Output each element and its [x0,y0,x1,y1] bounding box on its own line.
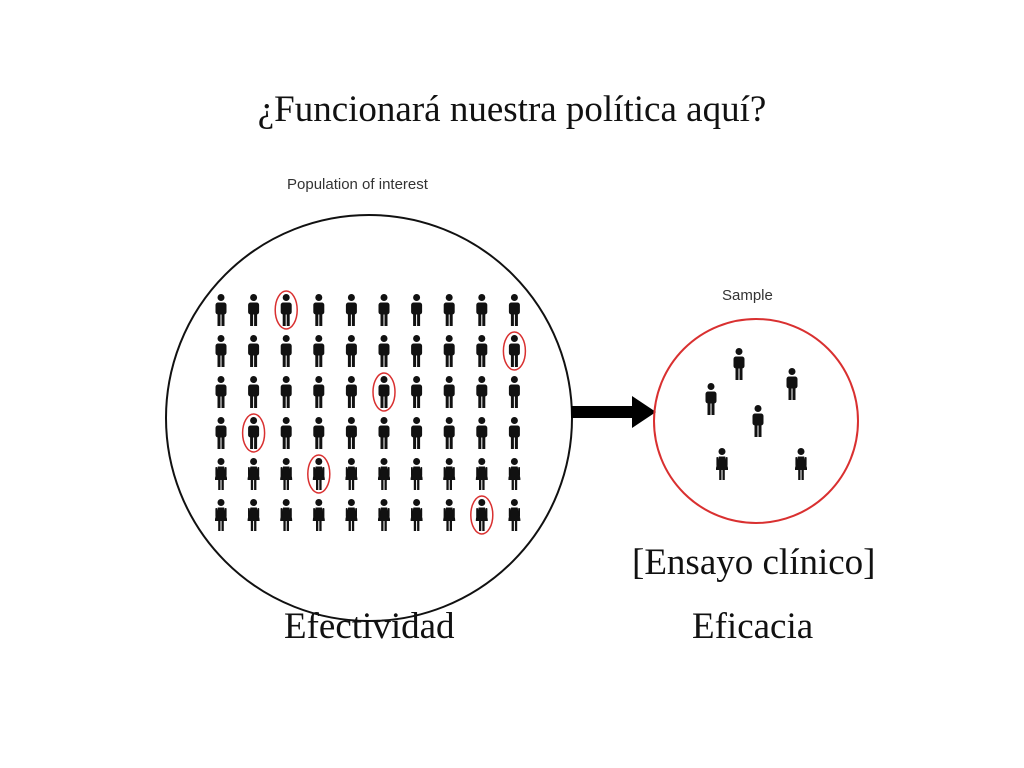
person-female-icon [378,458,390,490]
person-male-icon [508,294,520,326]
selected-person-highlight [502,331,527,371]
selected-person-highlight [241,413,266,453]
efficacy-label: Eficacia [692,606,814,647]
person-female-icon [247,458,260,490]
person-female-icon [312,499,325,531]
effectiveness-label: Efectividad [284,606,455,647]
person-male-icon [248,335,260,367]
person-male-icon [313,417,325,449]
person-female-icon [508,499,521,531]
person-male-icon [248,294,260,326]
person-female-icon [215,499,227,531]
sample-person-male-icon [786,368,798,400]
person-male-icon [476,376,488,408]
person-female-icon [247,499,260,531]
person-male-icon [508,417,520,449]
person-male-icon [280,294,292,326]
person-female-icon [215,458,227,490]
person-female-icon [345,499,358,531]
sample-person-female-icon [795,448,807,480]
person-male-icon [280,335,292,367]
person-male-icon [345,417,357,449]
person-male-icon [280,376,292,408]
person-male-icon [345,335,357,367]
person-male-icon [248,376,260,408]
person-male-icon [378,294,390,326]
person-male-icon [248,417,260,449]
person-male-icon [443,294,455,326]
person-male-icon [443,417,455,449]
person-female-icon [410,458,423,490]
person-male-icon [508,376,520,408]
person-male-icon [378,335,390,367]
person-male-icon [378,376,390,408]
person-male-icon [411,294,423,326]
sample-figures [705,348,807,480]
person-male-icon [215,294,227,326]
person-male-icon [345,294,357,326]
selected-person-highlight [470,495,494,535]
person-female-icon [312,458,325,490]
person-female-icon [280,458,293,490]
clinical-trial-label: [Ensayo clínico] [632,542,876,583]
person-male-icon [313,335,325,367]
person-male-icon [508,335,520,367]
person-male-icon [313,376,325,408]
population-label: Population of interest [287,176,428,193]
person-male-icon [280,417,292,449]
person-male-icon [345,376,357,408]
person-female-icon [378,499,390,531]
person-male-icon [411,335,423,367]
population-circle [165,214,573,622]
sample-person-male-icon [752,405,764,437]
person-female-icon [443,499,456,531]
person-female-icon [475,499,488,531]
page-title: ¿Funcionará nuestra política aquí? [257,89,767,130]
person-male-icon [476,294,488,326]
selected-person-highlight [307,454,331,494]
person-female-icon [345,458,358,490]
selected-highlights [241,290,527,535]
person-male-icon [411,376,423,408]
person-male-icon [476,335,488,367]
person-female-icon [443,458,456,490]
person-male-icon [443,376,455,408]
person-male-icon [378,417,390,449]
selected-person-highlight [274,290,298,330]
person-male-icon [313,294,325,326]
arrow-icon [571,396,656,428]
person-male-icon [411,417,423,449]
person-male-icon [443,335,455,367]
sample-person-male-icon [705,383,717,415]
sample-person-female-icon [716,448,728,480]
person-male-icon [215,417,227,449]
person-female-icon [410,499,423,531]
person-male-icon [215,335,227,367]
selected-person-highlight [372,372,396,412]
person-female-icon [508,458,521,490]
person-female-icon [475,458,488,490]
sample-label: Sample [722,287,773,304]
person-male-icon [476,417,488,449]
person-male-icon [215,376,227,408]
person-female-icon [280,499,293,531]
population-figures [215,294,521,531]
sample-circle [653,318,859,524]
sample-person-male-icon [733,348,745,380]
